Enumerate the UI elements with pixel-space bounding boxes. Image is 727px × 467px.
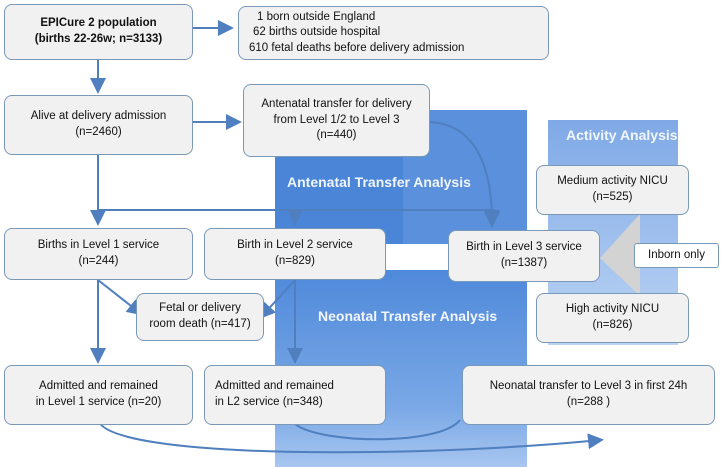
level3-count: (n=1387) — [500, 257, 548, 269]
arrow-level1-to-fetal — [97, 279, 144, 316]
remained-level1-line1: Admitted and remained — [39, 380, 158, 393]
remained-level2-line1: Admitted and remained — [215, 380, 334, 393]
excluded-outside-england: 1 born outside England — [257, 10, 376, 23]
fetal-death-box: Fetal or delivery room death (n=417) — [136, 293, 264, 341]
remained-level1-box: Admitted and remained in Level 1 service… — [4, 365, 193, 425]
level3-box: Birth in Level 3 service (n=1387) — [448, 230, 600, 282]
activity-panel-title: Activity Analysis — [566, 127, 678, 143]
level2-box: Birth in Level 2 service (n=829) — [204, 228, 386, 280]
neonatal-transfer-box: Neonatal transfer to Level 3 in first 24… — [462, 365, 715, 425]
medium-nicu-box: Medium activity NICU (n=525) — [536, 165, 689, 215]
inborn-only-label: Inborn only — [648, 248, 705, 261]
alive-box: Alive at delivery admission (n=2460) — [4, 95, 193, 155]
excluded-box: 1 born outside England 62 births outside… — [238, 6, 549, 60]
level1-label: Births in Level 1 service — [37, 239, 160, 252]
population-count: (births 22-26w; n=3133) — [34, 33, 163, 45]
excluded-fetal-deaths: 610 fetal deaths before delivery admissi… — [249, 41, 465, 54]
inborn-only-box: Inborn only — [634, 243, 719, 268]
level2-label: Birth in Level 2 service — [237, 239, 353, 252]
antenatal-transfer-box: Antenatal transfer for delivery from Lev… — [243, 84, 430, 157]
inborn-triangle — [600, 214, 640, 296]
neonatal-transfer-count: (n=288 ) — [566, 396, 611, 408]
remained-level2-box: Admitted and remained in L2 service (n=3… — [204, 365, 386, 425]
high-nicu-count: (n=826) — [592, 319, 633, 331]
arrow-antenatal-to-level3 — [429, 121, 500, 226]
remained-level2-line2: in L2 service (n=348) — [215, 396, 323, 408]
antenatal-transfer-line2: from Level 1/2 to Level 3 — [273, 113, 400, 126]
fetal-death-line2: room death (n=417) — [149, 318, 251, 330]
remained-level1-line2: in Level 1 service (n=20) — [35, 396, 162, 408]
population-box: EPICure 2 population (births 22-26w; n=3… — [4, 4, 193, 60]
level1-count: (n=244) — [78, 255, 119, 267]
level2-count: (n=829) — [275, 255, 315, 267]
level1-box: Births in Level 1 service (n=244) — [4, 228, 193, 280]
curve-level1-to-neonatal-transfer — [97, 419, 604, 454]
alive-label: Alive at delivery admission — [30, 110, 167, 123]
high-nicu-box: High activity NICU (n=826) — [536, 293, 689, 343]
medium-nicu-count: (n=525) — [592, 191, 633, 203]
antenatal-transfer-count: (n=440) — [316, 129, 357, 142]
excluded-outside-hospital: 62 births outside hospital — [253, 26, 381, 39]
neonatal-panel-title: Neonatal Transfer Analysis — [318, 308, 498, 324]
level3-label: Birth in Level 3 service — [466, 241, 582, 254]
arrow-level2-to-fetal — [259, 279, 296, 319]
neonatal-transfer-label: Neonatal transfer to Level 3 in first 24… — [489, 380, 688, 393]
alive-count: (n=2460) — [75, 126, 122, 138]
population-title: EPICure 2 population — [40, 17, 157, 30]
antenatal-transfer-line1: Antenatal transfer for delivery — [261, 98, 412, 111]
fetal-death-line1: Fetal or delivery — [159, 302, 241, 315]
medium-nicu-label: Medium activity NICU — [557, 175, 668, 188]
antenatal-panel-title: Antenatal Transfer Analysis — [287, 174, 471, 190]
high-nicu-label: High activity NICU — [565, 303, 660, 316]
curve-level2-to-neonatal-transfer — [294, 419, 461, 441]
